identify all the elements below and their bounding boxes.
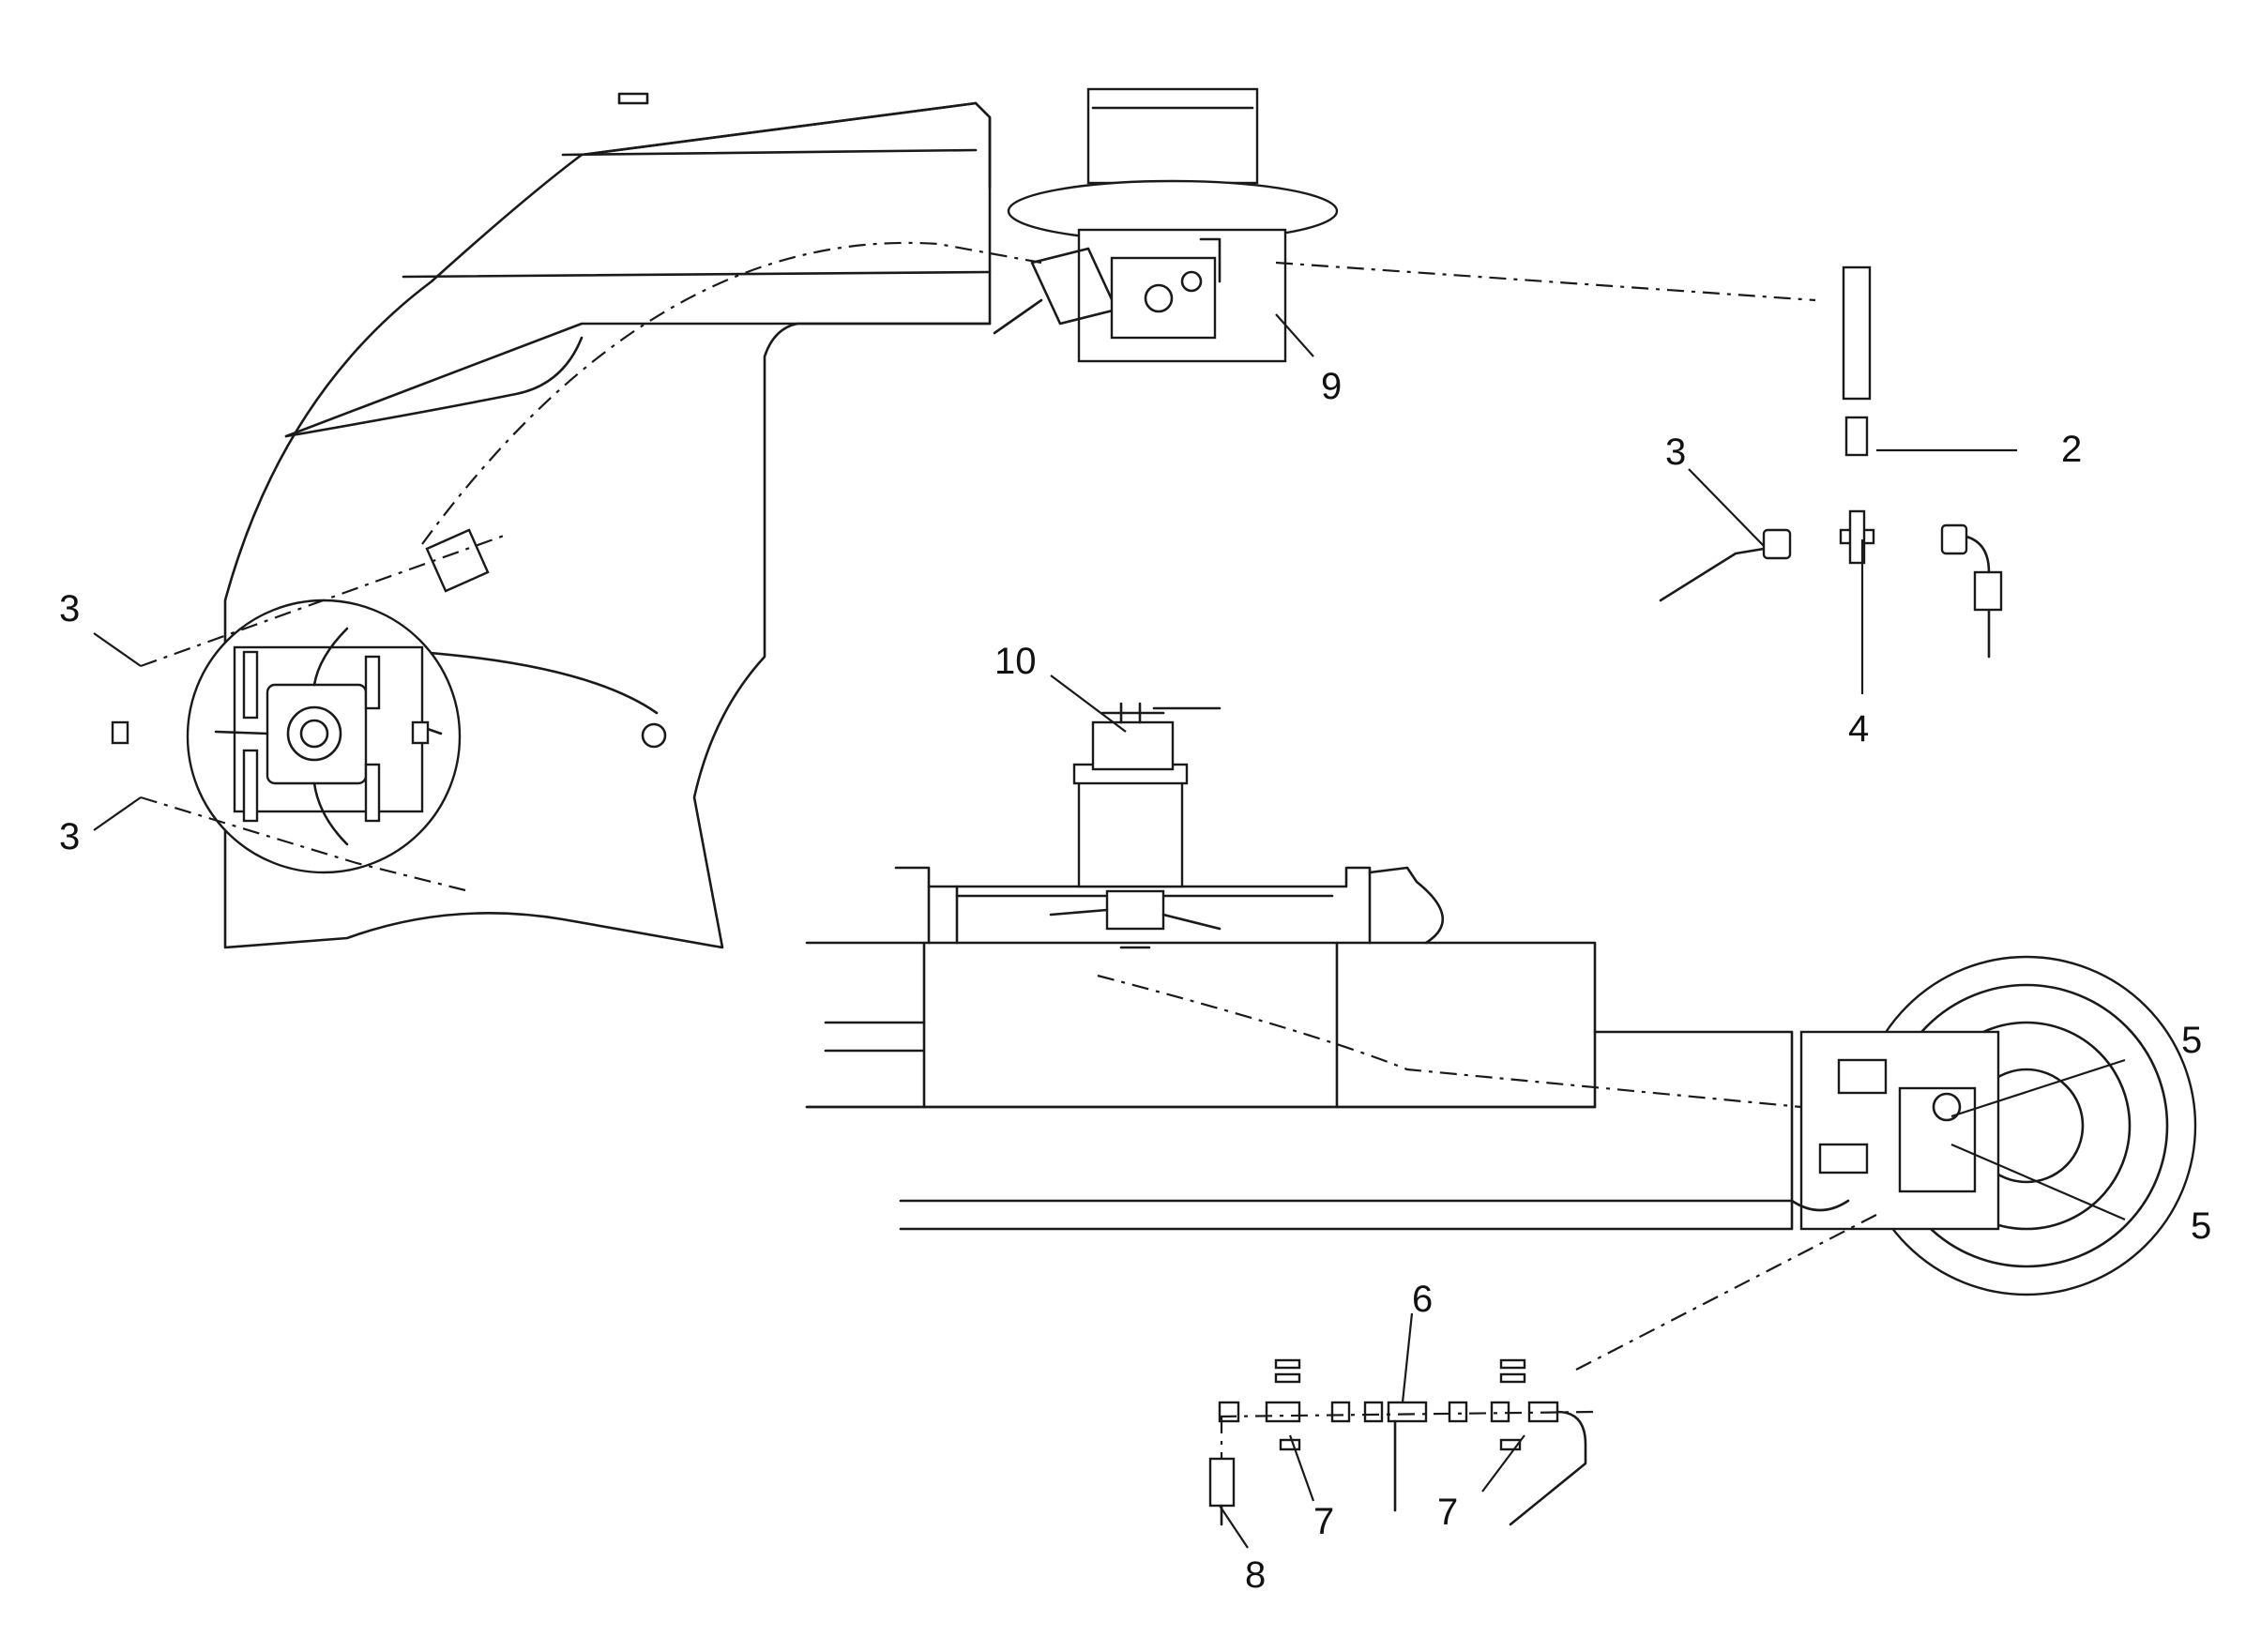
callout-10: 10 — [994, 641, 1037, 682]
callout-2: 2 — [2061, 429, 2082, 470]
leader-lines — [93, 313, 2126, 1549]
callout-7-right: 7 — [1437, 1492, 1458, 1533]
callout-9: 9 — [1321, 366, 1342, 407]
callout-8: 8 — [1245, 1554, 1266, 1596]
boom-small-cylinder — [425, 528, 490, 593]
pump-detail-circle — [111, 599, 462, 874]
upper-boom — [223, 92, 992, 949]
lower-frame — [805, 702, 1794, 1231]
callout-5-upper: 5 — [2181, 1020, 2202, 1061]
connector-lines — [140, 241, 1877, 1459]
callout-3-upper-right: 3 — [1665, 432, 1686, 473]
callout-labels: 9 2 3 4 3 3 10 5 5 6 7 7 8 — [59, 366, 2211, 1596]
callout-5-lower: 5 — [2191, 1205, 2211, 1247]
swing-motor-housing — [993, 87, 1339, 363]
callout-3-left-lower: 3 — [59, 816, 80, 857]
callout-7-left: 7 — [1313, 1501, 1334, 1542]
fittings-upper-right — [1659, 265, 2003, 659]
callout-6: 6 — [1412, 1279, 1433, 1320]
callout-4: 4 — [1848, 708, 1869, 750]
fittings-lower — [1208, 1358, 1587, 1526]
drive-sprocket — [1790, 955, 2197, 1296]
callout-3-left-upper: 3 — [59, 588, 80, 629]
